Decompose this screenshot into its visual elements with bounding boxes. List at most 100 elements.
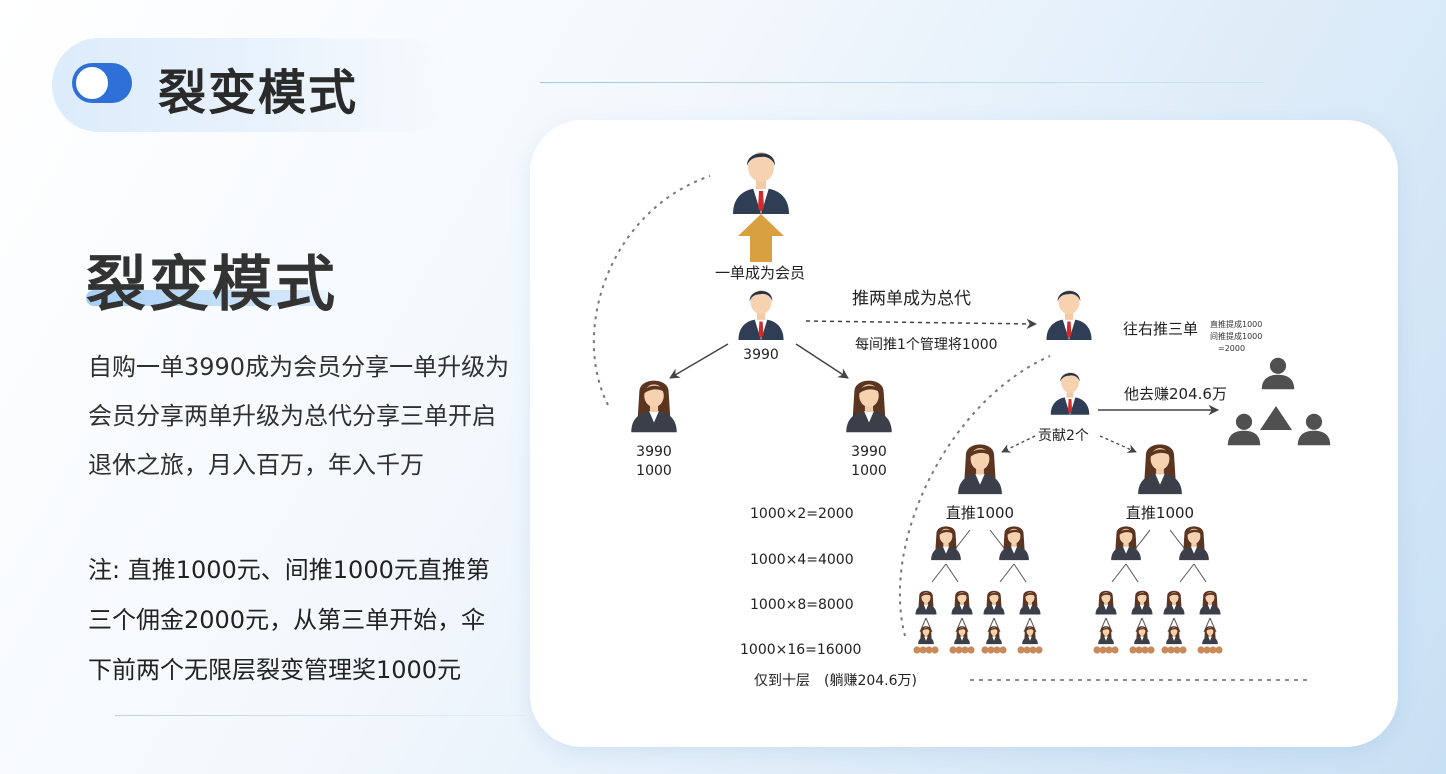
contribute-label: 贡献2个	[1038, 428, 1089, 444]
page-title: 裂变模式	[158, 65, 359, 121]
tree-branch	[1013, 563, 1027, 583]
tree-leaf-dot	[925, 646, 933, 654]
dashed-arrow-to-agent	[805, 318, 1038, 330]
group-triangle-icon	[1260, 406, 1292, 430]
tree-branch	[931, 563, 947, 583]
right-child-value: 3990	[851, 444, 887, 460]
left-child-avatar	[631, 380, 677, 433]
tree-leaf-dot	[1105, 646, 1113, 654]
tree-level3-avatar	[983, 590, 1005, 615]
team-trees	[913, 526, 1223, 654]
tree-leaf-dot	[1173, 646, 1181, 654]
tree-branch	[999, 563, 1015, 583]
dashed-arc-right	[898, 355, 1051, 637]
tree-leaf-dot	[1129, 646, 1137, 654]
fission-diagram: 一单成为会员 3990 3990 1000 3990 1000 推两单成为总代 …	[593, 152, 1331, 689]
tree-branch	[1135, 529, 1151, 549]
heading-underline	[86, 290, 336, 306]
push-three-note-3: =2000	[1218, 344, 1245, 353]
direct-left-label: 直推1000	[946, 504, 1014, 522]
tree-branch	[1193, 563, 1207, 583]
bottom-divider	[115, 715, 525, 716]
note-text: 注: 直推1000元、间推1000元直推第三个佣金2000元，从第三单开始，伞 …	[88, 556, 490, 684]
arrow-to-left-child	[669, 343, 729, 379]
tree-branch	[1125, 563, 1139, 583]
tree-leaf-dot	[961, 646, 969, 654]
become-member-label: 一单成为会员	[715, 264, 805, 282]
tree-leaf-dot	[1197, 646, 1205, 654]
direct-right-label: 直推1000	[1126, 504, 1194, 522]
group-person-right-icon	[1297, 413, 1331, 446]
arrow-to-right-team	[1099, 435, 1137, 453]
lower-agent-avatar	[1050, 372, 1090, 415]
tree-leaf-dot	[1023, 646, 1031, 654]
tree-leaf-dot	[1141, 646, 1149, 654]
diagram-card: 一单成为会员 3990 3990 1000 3990 1000 推两单成为总代 …	[530, 120, 1398, 747]
bottom-note: 仅到十层 (躺赚204.6万)	[754, 673, 917, 689]
tree-leaf-dot	[967, 646, 975, 654]
tree-level3-avatar	[1019, 590, 1041, 615]
tree-level4-avatar	[1134, 626, 1150, 645]
tree-branch	[1179, 563, 1195, 583]
left-child-commission: 1000	[636, 463, 672, 479]
tree-level3-avatar	[951, 590, 973, 615]
right-child-avatar	[846, 380, 892, 433]
group-person-top-icon	[1261, 357, 1295, 390]
push-three-note-2: 间推提成1000	[1210, 331, 1262, 341]
earns-label: 他去赚204.6万	[1124, 385, 1227, 403]
right-child-commission: 1000	[851, 463, 887, 479]
center-member-avatar	[738, 290, 784, 340]
up-arrow-icon	[738, 214, 784, 262]
tree-leaf-dot	[955, 646, 963, 654]
tree-level2-avatar	[1111, 526, 1141, 561]
group-person-left-icon	[1227, 413, 1261, 446]
tree-level4-avatar	[1098, 626, 1114, 645]
push-two-label: 推两单成为总代	[852, 289, 971, 309]
tree-branch	[1111, 563, 1127, 583]
tree-leaf-dot	[1093, 646, 1101, 654]
tree-level4-avatar	[918, 626, 934, 645]
formula-1: 1000×2=2000	[750, 506, 854, 522]
tree-leaf-dot	[919, 646, 927, 654]
tree-branch	[955, 529, 971, 549]
formula-4: 1000×16=16000	[740, 642, 861, 658]
tree-leaf-dot	[1099, 646, 1107, 654]
tree-leaf-dot	[999, 646, 1007, 654]
left-team-leader-avatar	[958, 444, 1002, 495]
tree-level4-avatar	[954, 626, 970, 645]
tree-level4-avatar	[986, 626, 1002, 645]
formula-2: 1000×4=4000	[750, 552, 854, 568]
push-three-label: 往右推三单	[1123, 320, 1198, 338]
tree-level2-avatar	[999, 526, 1029, 561]
tree-level2-avatar	[931, 526, 961, 561]
header-divider	[540, 82, 1265, 83]
tree-level3-avatar	[1163, 590, 1185, 615]
arrow-to-left-team	[1001, 435, 1036, 453]
tree-leaf-dot	[1209, 646, 1217, 654]
tree-leaf-dot	[1111, 646, 1119, 654]
tree-leaf-dot	[913, 646, 921, 654]
tree-leaf-dot	[931, 646, 939, 654]
section-heading: 裂变模式	[86, 236, 346, 320]
tree-leaf-dot	[1029, 646, 1037, 654]
tree-leaf-dot	[1147, 646, 1155, 654]
heading-text: 裂变模式	[86, 250, 338, 320]
tree-level4-avatar	[1166, 626, 1182, 645]
tree-leaf-dot	[1135, 646, 1143, 654]
tree-leaf-dot	[949, 646, 957, 654]
toggle-icon[interactable]	[72, 63, 132, 103]
tree-leaf-dot	[1179, 646, 1187, 654]
tree-branch	[945, 563, 959, 583]
tree-level3-avatar	[1199, 590, 1221, 615]
left-child-value: 3990	[636, 444, 672, 460]
top-member-avatar	[733, 152, 789, 214]
tree-level4-avatar	[1202, 626, 1218, 645]
tree-level3-avatar	[1095, 590, 1117, 615]
dashed-arc-left	[593, 175, 711, 406]
tree-level4-avatar	[1022, 626, 1038, 645]
center-value-label: 3990	[743, 347, 779, 363]
tree-branch	[1169, 529, 1185, 549]
tree-leaf-dot	[1215, 646, 1223, 654]
tree-leaf-dot	[1203, 646, 1211, 654]
tree-leaf-dot	[1161, 646, 1169, 654]
